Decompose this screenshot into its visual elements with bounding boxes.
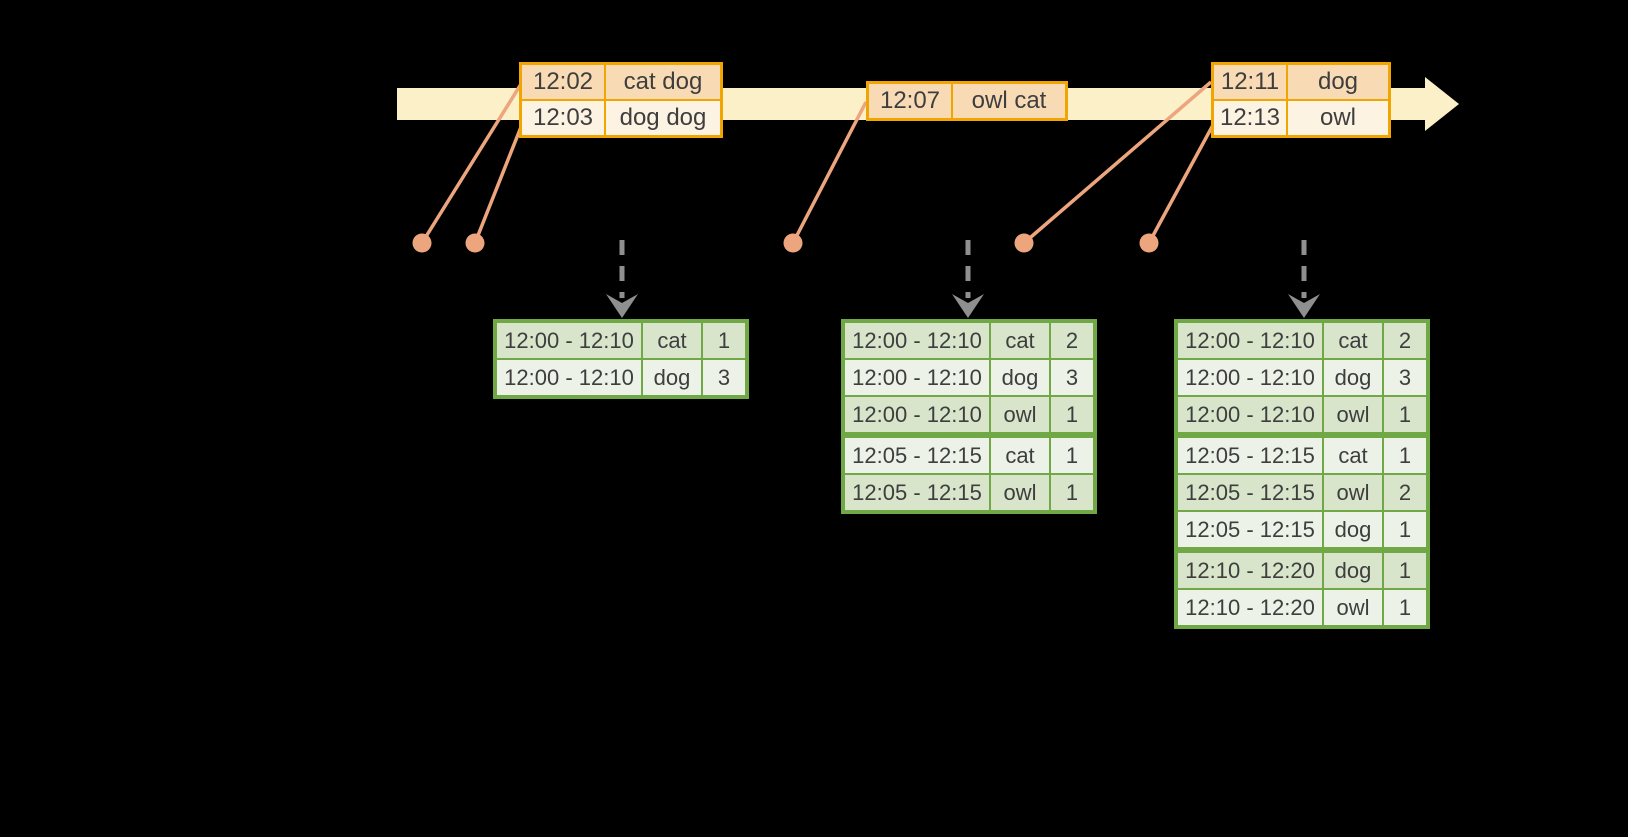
count-cell: 2 <box>1051 323 1093 358</box>
event-connector-lines <box>420 80 1215 245</box>
word-cell: dog <box>1324 360 1382 395</box>
count-cell: 1 <box>1384 438 1426 473</box>
count-cell: 1 <box>1051 397 1093 432</box>
count-cell: 1 <box>1384 512 1426 547</box>
event-table-1: 12:02 cat dog 12:03 dog dog <box>519 62 723 138</box>
window-cell: 12:05 - 12:15 <box>1178 512 1322 547</box>
count-cell: 3 <box>1051 360 1093 395</box>
result-row: 12:00 - 12:10 dog 3 <box>497 360 745 395</box>
window-cell: 12:00 - 12:10 <box>497 360 641 395</box>
window-cell: 12:05 - 12:15 <box>1178 438 1322 473</box>
window-cell: 12:00 - 12:10 <box>1178 360 1322 395</box>
result-row: 12:00 - 12:10 owl 1 <box>1178 397 1426 432</box>
count-cell: 1 <box>1384 397 1426 432</box>
event-row: 12:13 owl <box>1214 101 1388 135</box>
result-row: 12:00 - 12:10 cat 2 <box>1178 323 1426 358</box>
connector-line-2 <box>473 126 523 244</box>
window-cell: 12:00 - 12:10 <box>497 323 641 358</box>
event-row: 12:07 owl cat <box>869 84 1065 118</box>
window-cell: 12:00 - 12:10 <box>845 323 989 358</box>
result-row: 12:00 - 12:10 dog 3 <box>1178 360 1426 395</box>
event-words-cell: owl <box>1288 101 1388 135</box>
word-cell: cat <box>643 323 701 358</box>
word-cell: dog <box>1324 512 1382 547</box>
result-row: 12:00 - 12:10 cat 1 <box>497 323 745 358</box>
count-cell: 2 <box>1384 475 1426 510</box>
timeline-arrowhead-icon <box>1425 77 1459 131</box>
word-cell: owl <box>1324 397 1382 432</box>
word-cell: cat <box>1324 438 1382 473</box>
event-dot-1 <box>412 233 432 253</box>
window-cell: 12:00 - 12:10 <box>1178 397 1322 432</box>
result-row: 12:00 - 12:10 dog 3 <box>845 360 1093 395</box>
event-dot-5 <box>1139 233 1159 253</box>
event-row: 12:02 cat dog <box>522 65 720 99</box>
connector-line-4 <box>1022 80 1213 245</box>
event-table-2: 12:07 owl cat <box>866 81 1068 121</box>
event-time-cell: 12:03 <box>522 101 604 135</box>
count-cell: 2 <box>1384 323 1426 358</box>
window-cell: 12:00 - 12:10 <box>845 397 989 432</box>
event-time-cell: 12:07 <box>869 84 951 118</box>
word-cell: dog <box>991 360 1049 395</box>
result-row: 12:00 - 12:10 cat 2 <box>845 323 1093 358</box>
trigger-arrowhead-icon-3 <box>1288 294 1320 318</box>
count-cell: 3 <box>703 360 745 395</box>
window-cell: 12:05 - 12:15 <box>845 438 989 473</box>
result-row: 12:05 - 12:15 owl 2 <box>1178 475 1426 510</box>
result-row: 12:05 - 12:15 cat 1 <box>845 438 1093 473</box>
event-dot-3 <box>783 233 803 253</box>
connector-line-3 <box>791 101 868 244</box>
connector-line-5 <box>1147 124 1215 244</box>
event-dots <box>412 233 1159 253</box>
result-table-2: 12:00 - 12:10 cat 2 12:00 - 12:10 dog 3 … <box>841 319 1097 514</box>
result-row: 12:00 - 12:10 owl 1 <box>845 397 1093 432</box>
word-cell: owl <box>991 475 1049 510</box>
count-cell: 1 <box>1384 590 1426 625</box>
result-table-1: 12:00 - 12:10 cat 1 12:00 - 12:10 dog 3 <box>493 319 749 399</box>
word-cell: owl <box>991 397 1049 432</box>
word-cell: cat <box>1324 323 1382 358</box>
connector-line-1 <box>420 83 523 244</box>
word-cell: cat <box>991 438 1049 473</box>
event-time-cell: 12:02 <box>522 65 604 99</box>
window-cell: 12:05 - 12:15 <box>845 475 989 510</box>
window-cell: 12:00 - 12:10 <box>845 360 989 395</box>
result-row: 12:05 - 12:15 dog 1 <box>1178 512 1426 547</box>
word-cell: cat <box>991 323 1049 358</box>
trigger-arrowheads <box>606 294 1320 318</box>
count-cell: 1 <box>1051 475 1093 510</box>
result-row: 12:05 - 12:15 owl 1 <box>845 475 1093 510</box>
result-row: 12:05 - 12:15 cat 1 <box>1178 438 1426 473</box>
window-cell: 12:05 - 12:15 <box>1178 475 1322 510</box>
trigger-arrowhead-icon-1 <box>606 294 638 318</box>
trigger-arrow-lines <box>619 240 1307 298</box>
event-time-cell: 12:11 <box>1214 65 1286 99</box>
trigger-arrowhead-icon-2 <box>952 294 984 318</box>
window-cell: 12:10 - 12:20 <box>1178 590 1322 625</box>
event-table-3: 12:11 dog 12:13 owl <box>1211 62 1391 138</box>
word-cell: owl <box>1324 590 1382 625</box>
result-row: 12:10 - 12:20 owl 1 <box>1178 590 1426 625</box>
window-cell: 12:10 - 12:20 <box>1178 553 1322 588</box>
event-words-cell: cat dog <box>606 65 720 99</box>
word-cell: owl <box>1324 475 1382 510</box>
event-words-cell: dog <box>1288 65 1388 99</box>
event-words-cell: owl cat <box>953 84 1065 118</box>
count-cell: 3 <box>1384 360 1426 395</box>
word-cell: dog <box>1324 553 1382 588</box>
count-cell: 1 <box>703 323 745 358</box>
count-cell: 1 <box>1384 553 1426 588</box>
word-cell: dog <box>643 360 701 395</box>
event-row: 12:03 dog dog <box>522 101 720 135</box>
event-row: 12:11 dog <box>1214 65 1388 99</box>
result-row: 12:10 - 12:20 dog 1 <box>1178 553 1426 588</box>
result-table-3: 12:00 - 12:10 cat 2 12:00 - 12:10 dog 3 … <box>1174 319 1430 629</box>
window-cell: 12:00 - 12:10 <box>1178 323 1322 358</box>
event-dot-2 <box>465 233 485 253</box>
event-time-cell: 12:13 <box>1214 101 1286 135</box>
event-dot-4 <box>1014 233 1034 253</box>
event-words-cell: dog dog <box>606 101 720 135</box>
count-cell: 1 <box>1051 438 1093 473</box>
